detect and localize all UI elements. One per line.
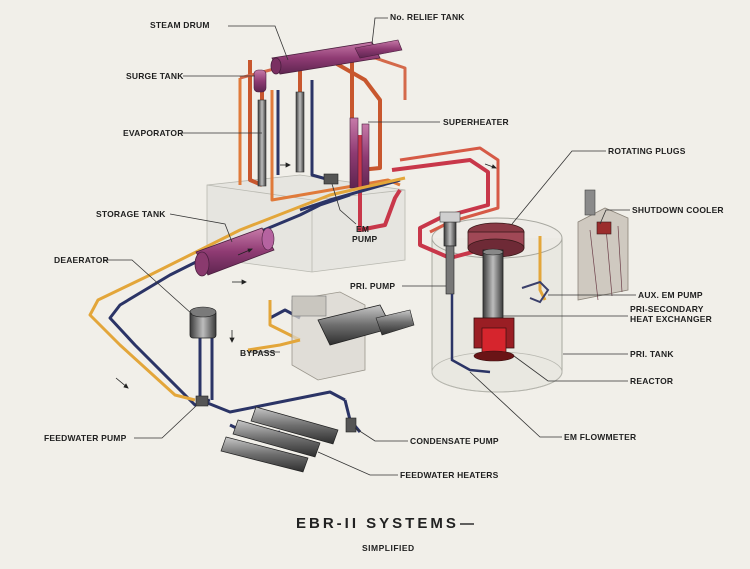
primary-pump	[439, 211, 461, 295]
label-em-pump-line2: PUMP	[352, 234, 377, 244]
label-steam-drum: STEAM DRUM	[150, 20, 210, 30]
feedwater-heaters	[220, 406, 339, 473]
leader-lines	[104, 17, 636, 476]
condensate-pump	[345, 417, 357, 433]
label-superheater: SUPERHEATER	[443, 117, 509, 127]
label-shutdown-cooler: SHUTDOWN COOLER	[632, 205, 724, 215]
label-reactor: REACTOR	[630, 376, 673, 386]
label-em-flowmeter: EM FLOWMETER	[564, 432, 636, 442]
bypass-line	[247, 338, 301, 352]
em-pump	[323, 173, 339, 185]
evaporator	[257, 91, 305, 187]
label-pri-tank: PRI. TANK	[630, 349, 674, 359]
feedwater-pump	[195, 395, 209, 407]
rotating-plugs	[467, 222, 525, 258]
label-pri-secondary-line2: HEAT EXCHANGER	[630, 314, 712, 324]
labels: STEAM DRUM No. RELIEF TANK SURGE TANK EV…	[44, 12, 724, 480]
label-condensate-pump: CONDENSATE PUMP	[410, 436, 499, 446]
aux-em-pump	[521, 280, 550, 304]
label-pri-pump: PRI. PUMP	[350, 281, 395, 291]
reactor	[473, 317, 515, 362]
label-feedwater-pump: FEEDWATER PUMP	[44, 433, 127, 443]
label-em-pump-line1: EM	[356, 224, 369, 234]
shutdown-cooler-structure	[577, 189, 629, 301]
label-relief-tank: No. RELIEF TANK	[390, 12, 465, 22]
turbine-generator	[291, 291, 415, 381]
label-aux-em-pump: AUX. EM PUMP	[638, 290, 703, 300]
diagram-title: EBR-II SYSTEMS	[296, 515, 459, 532]
label-rotating-plugs: ROTATING PLUGS	[608, 146, 686, 156]
label-pri-secondary-line1: PRI-SECONDARY	[630, 304, 704, 314]
label-storage-tank: STORAGE TANK	[96, 209, 166, 219]
storage-tank	[194, 227, 275, 277]
em-flowmeter	[450, 294, 491, 374]
superheater	[349, 117, 370, 191]
diagram-subtitle: SIMPLIFIED	[362, 543, 415, 553]
primary-secondary-heat-exchanger	[482, 248, 504, 319]
label-deaerator: DEAERATOR	[54, 255, 109, 265]
title-block: EBR-II SYSTEMS SIMPLIFIED	[296, 515, 474, 553]
relief-tank	[354, 39, 403, 59]
flow-arrows	[115, 162, 497, 389]
label-evaporator: EVAPORATOR	[123, 128, 184, 138]
label-surge-tank: SURGE TANK	[126, 71, 184, 81]
label-bypass: BYPASS	[240, 348, 276, 358]
steam-drum	[270, 41, 381, 75]
surge-tank	[253, 69, 267, 93]
deaerator	[189, 306, 217, 339]
label-feedwater-heaters: FEEDWATER HEATERS	[400, 470, 499, 480]
